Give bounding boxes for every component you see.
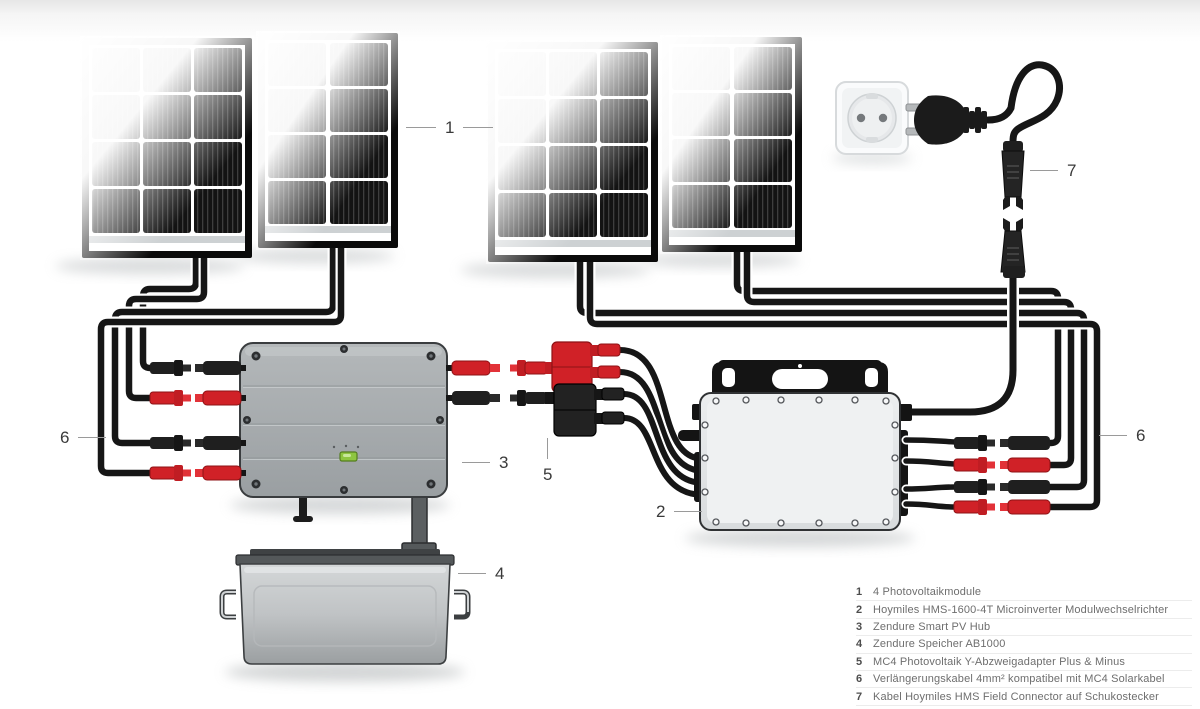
legend-number: 4 [856, 638, 863, 651]
left-extension-cables [95, 236, 347, 479]
inverter-output-connectors [953, 435, 1051, 515]
legend-item-3: 3 Zendure Smart PV Hub [856, 619, 1192, 637]
smart-pv-hub [239, 342, 448, 555]
legend-number: 6 [856, 673, 863, 686]
legend-item-7: 7 Kabel Hoymiles HMS Field Connector auf… [856, 688, 1192, 706]
mc4-pair-red [149, 465, 242, 481]
callout-leader-line [78, 437, 107, 438]
callout-leader-line [674, 511, 703, 512]
legend-label: MC4 Photovoltaik Y-Abzweigadapter Plus &… [873, 655, 1126, 668]
callout-number: 1 [445, 118, 455, 137]
legend-item-5: 5 MC4 Photovoltaik Y-Abzweigadapter Plus… [856, 654, 1192, 671]
battery-handle-right [454, 589, 471, 620]
callout-7-field-connector: 7 [1030, 162, 1076, 179]
legend-label: Hoymiles HMS-1600-4T Microinverter Modul… [873, 603, 1169, 616]
mc4-pair-black [150, 435, 241, 451]
legend-item-2: 2 Hoymiles HMS-1600-4T Microinverter Mod… [856, 601, 1192, 619]
mc4-pair-black [150, 360, 241, 376]
hub-screws [243, 345, 444, 494]
legend-label: Verlängerungskabel 4mm² kompatibel mit M… [873, 673, 1165, 686]
mc4-pair-red [149, 390, 242, 406]
microinverter [678, 360, 912, 531]
legend-label: Zendure Speicher AB1000 [873, 638, 1006, 651]
legend-number: 3 [856, 620, 863, 633]
callout-number: 6 [1136, 426, 1146, 445]
mc4-pair-black [954, 479, 1050, 495]
callout-number: 7 [1067, 161, 1077, 180]
hub-output-and-y-adapters [446, 341, 625, 437]
callout-leader-line [406, 127, 436, 128]
callout-leader-line [462, 462, 490, 463]
callout-number: 5 [543, 465, 553, 484]
inverter-screws [701, 396, 899, 527]
hub-status-led [332, 444, 360, 462]
callout-2-microinverter: 2 [656, 502, 703, 521]
callout-leader-line [1030, 170, 1058, 171]
callout-3-smart-pv-hub: 3 [462, 454, 508, 471]
solar-panel-4 [660, 35, 804, 254]
legend-item-1: 1 4 Photovoltaikmodule [856, 584, 1192, 602]
battery-handle-left [219, 589, 236, 620]
callout-6-left-extension-cable: 6 [60, 428, 107, 447]
wall-socket [835, 81, 909, 155]
legend-number: 5 [856, 655, 863, 668]
mc4-pair-red [953, 457, 1051, 473]
callout-number: 2 [656, 502, 666, 521]
y-adapter-red [545, 341, 621, 393]
legend-item-6: 6 Verlängerungskabel 4mm² kompatibel mit… [856, 671, 1192, 689]
callout-leader-line [547, 438, 549, 459]
callout-5-y-adapter: 5 [543, 438, 552, 483]
schuko-plug [905, 95, 987, 145]
mc4-pair-red [953, 499, 1051, 515]
callout-number: 3 [499, 453, 509, 472]
mounting-bracket [712, 360, 888, 393]
callout-number: 6 [60, 428, 70, 447]
hms-field-connector [1000, 141, 1026, 278]
y-adapter-cables [615, 345, 709, 500]
mc4-pair-red [451, 360, 548, 376]
inverter-dc-stubs [901, 435, 960, 512]
power-cord [982, 59, 1065, 148]
legend-label: Kabel Hoymiles HMS Field Connector auf S… [873, 690, 1159, 703]
hub-input-connectors [149, 360, 246, 481]
y-adapter-black [545, 383, 625, 437]
legend-number: 1 [856, 586, 863, 599]
legend-number: 7 [856, 690, 863, 703]
callout-4-battery: 4 [458, 565, 504, 582]
legend-label: Zendure Smart PV Hub [873, 620, 991, 633]
solar-panel-1 [80, 36, 254, 260]
battery [219, 549, 471, 665]
callout-leader-line [1099, 435, 1127, 436]
solar-panel-3 [486, 40, 660, 264]
legend-label: 4 Photovoltaikmodule [873, 586, 982, 599]
legend-item-4: 4 Zendure Speicher AB1000 [856, 636, 1192, 654]
mc4-pair-black [452, 390, 547, 406]
legend-number: 2 [856, 603, 863, 616]
callout-6-right-extension-cable: 6 [1099, 427, 1145, 444]
solar-panel-2 [256, 31, 400, 250]
ac-trunk-cable [904, 270, 1019, 418]
callout-leader-line [458, 573, 486, 574]
right-extension-cables [574, 240, 1103, 513]
mc4-pair-black [954, 435, 1050, 451]
legend: 1 4 Photovoltaikmodule 2 Hoymiles HMS-16… [856, 584, 1192, 706]
callout-leader-line [463, 127, 494, 128]
callout-number: 4 [495, 564, 505, 583]
callout-1-photovoltaic-modules: 1 [406, 118, 494, 137]
